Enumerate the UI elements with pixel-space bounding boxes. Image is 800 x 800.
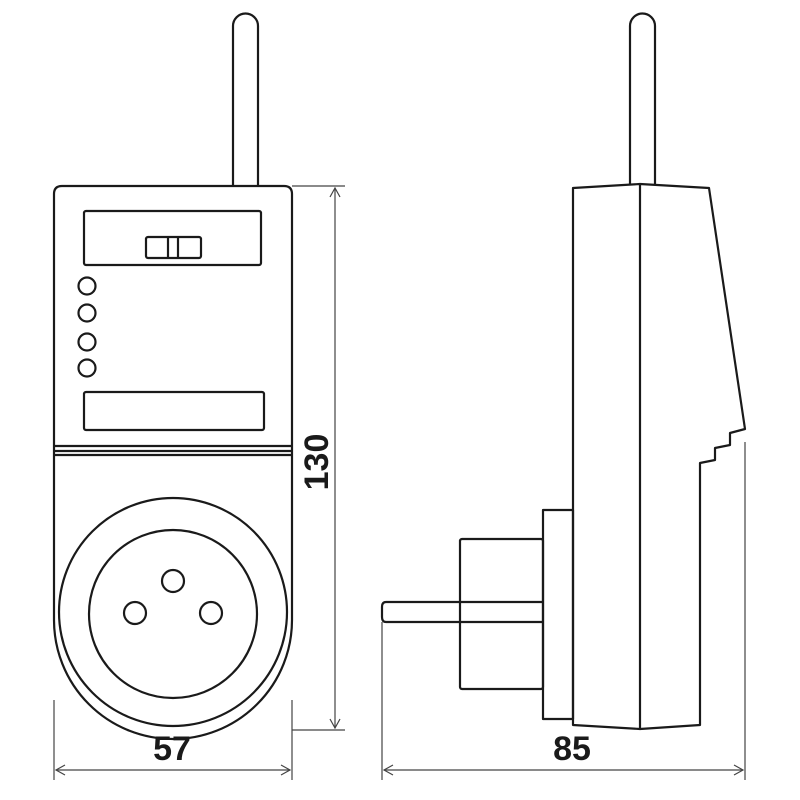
- front-view: [52, 12, 294, 741]
- led-indicator: [77, 332, 97, 352]
- label-panel: [82, 390, 266, 432]
- side-view: [380, 12, 747, 731]
- height-label: 130: [298, 434, 336, 491]
- plug-pin: [380, 600, 543, 624]
- led-indicator: [77, 358, 97, 378]
- depth-dimension: 85: [381, 442, 746, 780]
- led-indicator: [77, 276, 97, 296]
- socket-face: [87, 528, 259, 700]
- height-dimension: 130: [292, 185, 345, 731]
- switch: [144, 235, 203, 260]
- socket-earth-pin: [160, 568, 186, 594]
- display-window: [82, 209, 263, 267]
- socket-hole-left: [122, 600, 148, 626]
- front-antenna: [231, 12, 260, 186]
- led-indicator: [77, 303, 97, 323]
- plug-plate: [541, 508, 575, 721]
- side-antenna: [628, 12, 657, 184]
- depth-label: 85: [553, 730, 591, 768]
- socket-outer-ring: [57, 496, 289, 728]
- front-body-outline: [52, 184, 294, 741]
- width-dimension: 57: [53, 700, 293, 780]
- side-body-outline: [571, 182, 747, 731]
- width-label: 57: [153, 730, 191, 768]
- socket-hole-right: [198, 600, 224, 626]
- plug-body: [458, 537, 545, 691]
